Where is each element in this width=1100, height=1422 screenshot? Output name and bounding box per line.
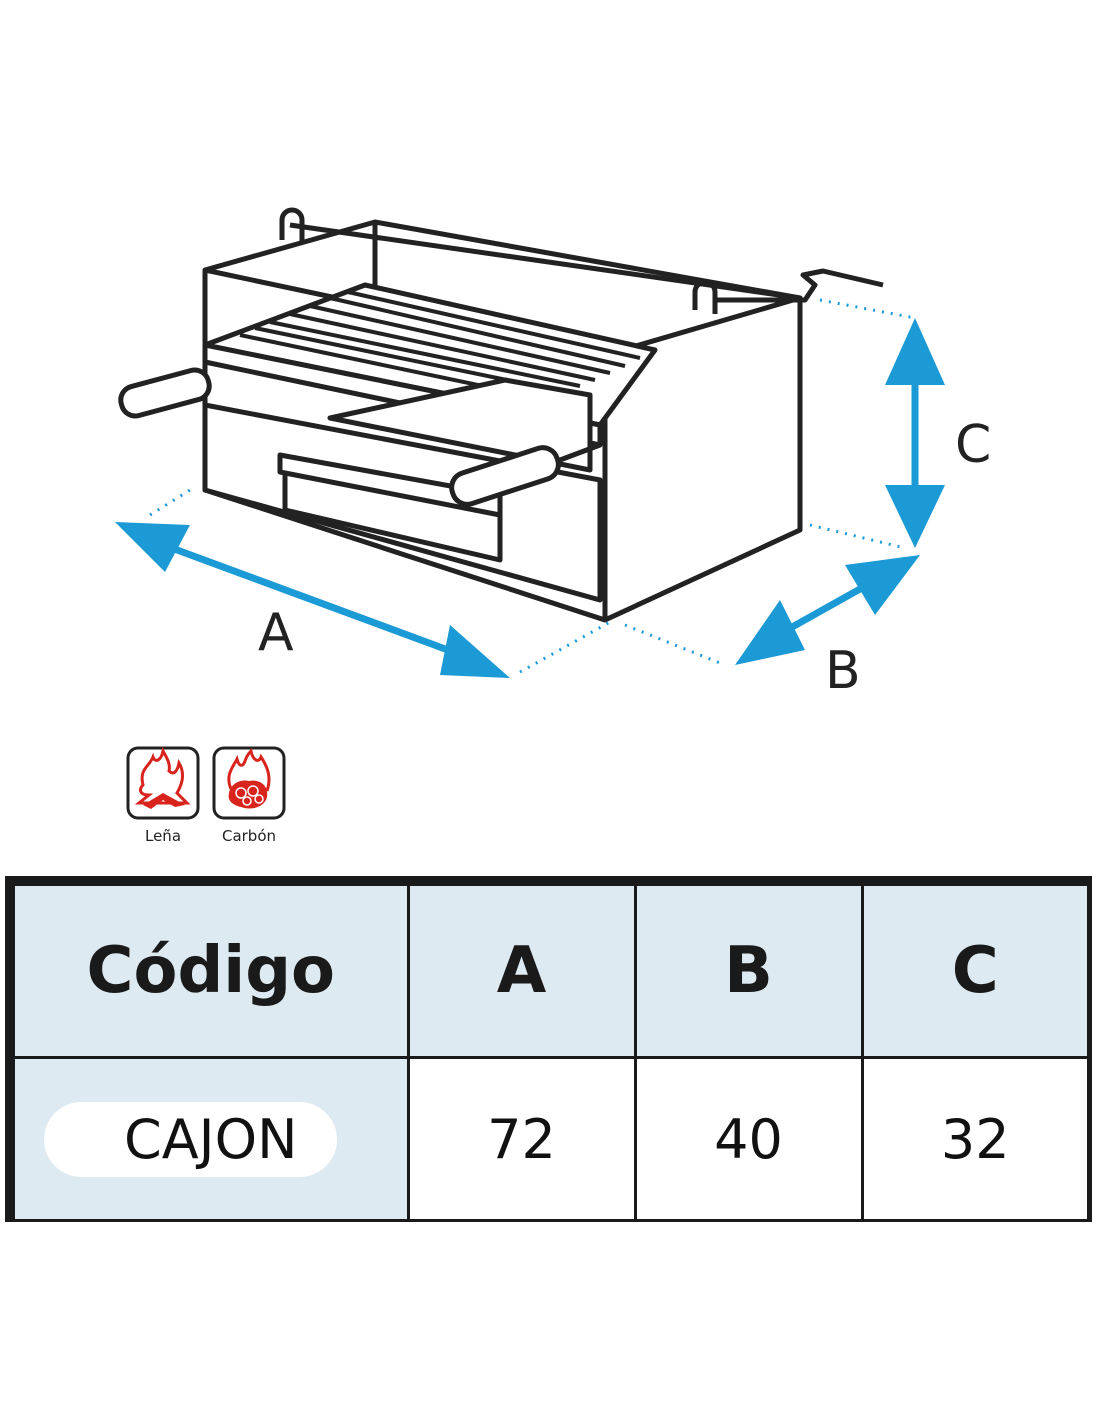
grill-dimension-diagram: A B C [115,207,991,701]
cell-b: 40 [633,1056,864,1222]
dimension-arrows [115,318,945,678]
header-c: C [860,879,1091,1059]
fuel-firewood: Leña [125,745,201,845]
cell-a: 72 [406,1056,637,1222]
dimensions-table: Código A B C CAJON 72 40 32 [5,876,1092,1222]
fuel-label-charcoal: Carbón [221,827,277,845]
header-code: Código [8,879,410,1059]
table-row: CAJON 72 40 32 [8,1056,1091,1222]
dimension-guides [149,298,916,674]
dimension-label-a: A [258,603,294,663]
firewood-flame-icon [126,746,200,820]
code-value: CAJON [44,1101,338,1177]
dimension-label-b: B [825,641,861,701]
fuel-label-firewood: Leña [144,827,182,845]
fuel-charcoal: Carbón [211,745,287,845]
grill-drawing [118,207,884,623]
charcoal-flame-icon [212,746,286,820]
header-a: A [406,879,637,1059]
dimension-label-c: C [955,415,991,475]
header-b: B [633,879,864,1059]
cell-code: CAJON [8,1056,410,1222]
table-header-row: Código A B C [8,879,1091,1059]
cell-c: 32 [860,1056,1091,1222]
